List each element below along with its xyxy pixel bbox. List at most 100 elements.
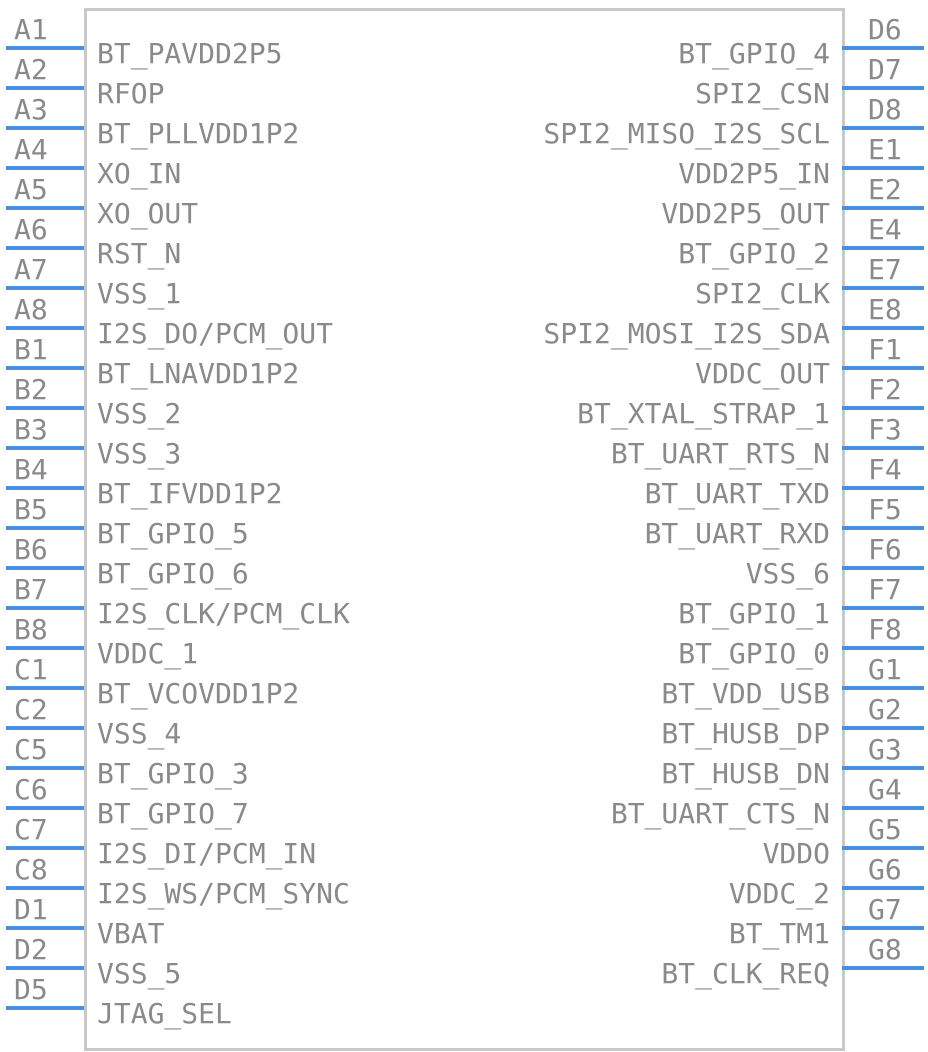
pin-line-right <box>842 606 924 610</box>
pin-line-left <box>6 1006 84 1010</box>
pin-name-label: VDDO <box>762 837 830 870</box>
pin-line-left <box>6 846 84 850</box>
pin-name-label: VDDC_2 <box>728 877 830 910</box>
pin-name-label: VBAT <box>97 917 165 950</box>
pin-name-label: BT_GPIO_6 <box>97 557 249 590</box>
pin-name-label: VSS_3 <box>97 437 182 470</box>
pin-number: F4 <box>868 453 902 486</box>
pin-name-label: SPI2_MOSI_I2S_SDA <box>543 317 830 350</box>
pin-number: F7 <box>868 573 902 606</box>
pin-name-label: BT_GPIO_5 <box>97 517 249 550</box>
pin-number: B3 <box>14 413 48 446</box>
pin-number: G1 <box>868 653 902 686</box>
pin-name-label: BT_GPIO_7 <box>97 797 249 830</box>
pin-number: B5 <box>14 493 48 526</box>
pin-name-label: RFOP <box>97 77 165 110</box>
pin-name-label: BT_HUSB_DP <box>661 717 830 750</box>
pin-name-label: BT_HUSB_DN <box>661 757 830 790</box>
pin-line-left <box>6 966 84 970</box>
pin-number: A4 <box>14 133 48 166</box>
pin-number: E7 <box>868 253 902 286</box>
pin-line-left <box>6 446 84 450</box>
pin-name-label: I2S_CLK/PCM_CLK <box>97 597 350 630</box>
pin-line-right <box>842 286 924 290</box>
pin-name-label: BT_PAVDD2P5 <box>97 37 283 70</box>
pin-number: A5 <box>14 173 48 206</box>
pin-name-label: VDDC_OUT <box>695 357 830 390</box>
pin-line-left <box>6 166 84 170</box>
pin-name-label: BT_XTAL_STRAP_1 <box>577 397 830 430</box>
pin-number: F3 <box>868 413 902 446</box>
pin-line-right <box>842 86 924 90</box>
pin-number: G7 <box>868 893 902 926</box>
pin-line-left <box>6 366 84 370</box>
pin-name-label: SPI2_CSN <box>695 77 830 110</box>
pin-number: D2 <box>14 933 48 966</box>
pin-number: C5 <box>14 733 48 766</box>
pin-name-label: BT_GPIO_1 <box>678 597 830 630</box>
pin-number: A7 <box>14 253 48 286</box>
pin-line-left <box>6 206 84 210</box>
pin-line-left <box>6 926 84 930</box>
pin-number: C1 <box>14 653 48 686</box>
pin-name-label: SPI2_MISO_I2S_SCL <box>543 117 830 150</box>
pin-number: A1 <box>14 13 48 46</box>
pin-line-right <box>842 846 924 850</box>
pin-name-label: BT_LNAVDD1P2 <box>97 357 300 390</box>
pin-line-left <box>6 326 84 330</box>
pin-number: E8 <box>868 293 902 326</box>
pin-line-right <box>842 486 924 490</box>
pin-name-label: BT_GPIO_2 <box>678 237 830 270</box>
pin-line-left <box>6 686 84 690</box>
pin-name-label: SPI2_CLK <box>695 277 830 310</box>
pin-name-label: BT_GPIO_0 <box>678 637 830 670</box>
pin-number: G4 <box>868 773 902 806</box>
pin-line-left <box>6 246 84 250</box>
pin-number: B2 <box>14 373 48 406</box>
pin-number: F2 <box>868 373 902 406</box>
pin-line-right <box>842 446 924 450</box>
pin-line-right <box>842 886 924 890</box>
pin-number: D6 <box>868 13 902 46</box>
pin-line-right <box>842 646 924 650</box>
pin-number: D8 <box>868 93 902 126</box>
pin-name-label: BT_CLK_REQ <box>661 957 830 990</box>
pin-line-left <box>6 46 84 50</box>
pin-number: B7 <box>14 573 48 606</box>
pin-name-label: VDD2P5_IN <box>678 157 830 190</box>
pin-name-label: VSS_5 <box>97 957 182 990</box>
pin-name-label: VDD2P5_OUT <box>661 197 830 230</box>
pin-number: E4 <box>868 213 902 246</box>
pin-number: B6 <box>14 533 48 566</box>
pin-number: B4 <box>14 453 48 486</box>
pin-line-right <box>842 406 924 410</box>
pin-name-label: VSS_6 <box>745 557 830 590</box>
pin-line-right <box>842 166 924 170</box>
pin-name-label: BT_GPIO_4 <box>678 37 830 70</box>
pin-name-label: I2S_DI/PCM_IN <box>97 837 317 870</box>
pin-line-right <box>842 126 924 130</box>
pin-line-right <box>842 366 924 370</box>
pin-line-left <box>6 86 84 90</box>
pin-name-label: RST_N <box>97 237 182 270</box>
pin-line-right <box>842 526 924 530</box>
pin-line-right <box>842 686 924 690</box>
pin-number: A2 <box>14 53 48 86</box>
pin-name-label: BT_GPIO_3 <box>97 757 249 790</box>
pin-line-left <box>6 646 84 650</box>
pin-number: C7 <box>14 813 48 846</box>
pin-line-right <box>842 206 924 210</box>
pin-name-label: BT_IFVDD1P2 <box>97 477 283 510</box>
pin-name-label: I2S_DO/PCM_OUT <box>97 317 334 350</box>
pin-line-right <box>842 566 924 570</box>
pin-name-label: BT_UART_RXD <box>644 517 830 550</box>
pin-number: E2 <box>868 173 902 206</box>
pin-name-label: BT_UART_TXD <box>644 477 830 510</box>
pin-name-label: BT_VCOVDD1P2 <box>97 677 300 710</box>
pin-line-left <box>6 126 84 130</box>
pin-name-label: BT_VDD_USB <box>661 677 830 710</box>
pin-line-left <box>6 606 84 610</box>
pin-number: B8 <box>14 613 48 646</box>
pin-number: F5 <box>868 493 902 526</box>
